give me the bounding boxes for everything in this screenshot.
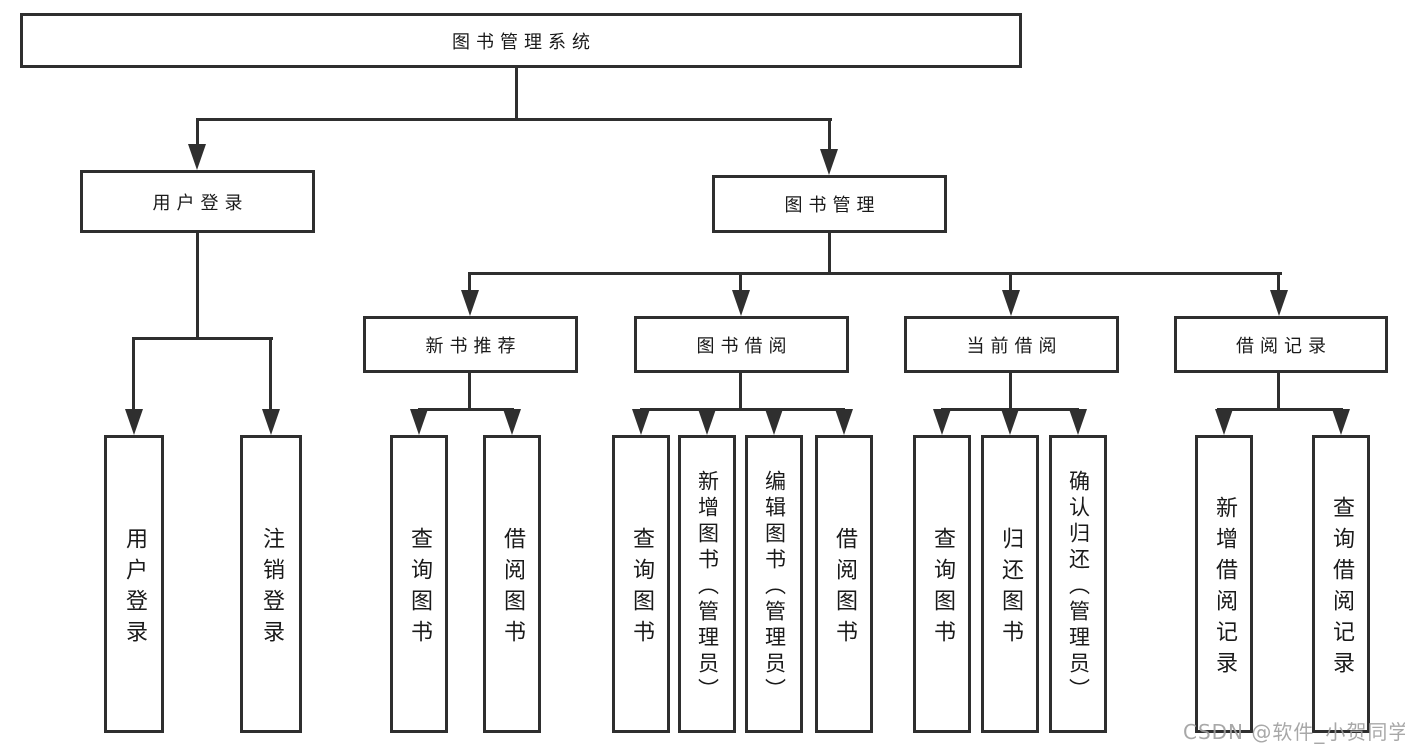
arrow-down-icon [765, 409, 783, 435]
node-borrow-record: 借阅记录 [1174, 316, 1388, 373]
leaf-return-book-label: 归还图书 [998, 526, 1023, 651]
arrow-down-icon [820, 149, 838, 175]
connector-vline [196, 233, 199, 337]
connector-vline [828, 118, 831, 151]
node-book-borrow: 图书借阅 [634, 316, 849, 373]
arrow-down-icon [1069, 409, 1087, 435]
connector-vline [515, 68, 518, 118]
leaf-add-book-admin-label: 新增图书（管理员） [695, 469, 720, 704]
leaf-add-borrow-record-label: 新增借阅记录 [1212, 495, 1237, 682]
leaf-recommend-borrow-book-label: 借阅图书 [500, 526, 525, 651]
arrow-down-icon [262, 409, 280, 435]
leaf-borrow-query-book: 查询图书 [612, 435, 670, 733]
connector-hline [1217, 408, 1343, 411]
connector-vline [468, 272, 471, 292]
leaf-recommend-query-book-label: 查询图书 [407, 526, 432, 651]
connector-hline [640, 408, 845, 411]
leaf-return-book: 归还图书 [981, 435, 1039, 733]
connector-hline [468, 272, 1282, 275]
connector-vline [739, 272, 742, 292]
connector-vline [196, 118, 199, 146]
node-book-management-label: 图书管理 [784, 195, 881, 216]
leaf-current-query-book: 查询图书 [913, 435, 971, 733]
leaf-logout-label: 注销登录 [259, 526, 284, 651]
node-root: 图书管理系统 [20, 13, 1022, 68]
arrow-down-icon [410, 409, 428, 435]
leaf-recommend-query-book: 查询图书 [390, 435, 448, 733]
leaf-borrow-borrow-book: 借阅图书 [815, 435, 873, 733]
connector-vline [269, 337, 272, 411]
connector-vline [739, 373, 742, 408]
arrow-down-icon [503, 409, 521, 435]
arrow-down-icon [188, 144, 206, 170]
connector-vline [1277, 373, 1280, 408]
node-book-management: 图书管理 [712, 175, 947, 233]
node-new-book-recommend-label: 新书推荐 [425, 335, 522, 357]
leaf-add-borrow-record: 新增借阅记录 [1195, 435, 1253, 733]
arrow-down-icon [632, 409, 650, 435]
connector-hline [132, 337, 273, 340]
leaf-query-borrow-record: 查询借阅记录 [1312, 435, 1370, 733]
connector-hline [418, 408, 514, 411]
leaf-confirm-return-admin: 确认归还（管理员） [1049, 435, 1107, 733]
leaf-edit-book-admin-label: 编辑图书（管理员） [762, 469, 787, 704]
leaf-confirm-return-admin-label: 确认归还（管理员） [1066, 469, 1091, 704]
arrow-down-icon [1332, 409, 1350, 435]
connector-vline [828, 233, 831, 272]
node-current-borrow: 当前借阅 [904, 316, 1119, 373]
leaf-logout: 注销登录 [240, 435, 302, 733]
leaf-borrow-borrow-book-label: 借阅图书 [832, 526, 857, 651]
leaf-user-login: 用户登录 [104, 435, 164, 733]
leaf-add-book-admin: 新增图书（管理员） [678, 435, 736, 733]
node-user-login: 用户登录 [80, 170, 315, 233]
arrow-down-icon [1001, 409, 1019, 435]
leaf-recommend-borrow-book: 借阅图书 [483, 435, 541, 733]
node-book-borrow-label: 图书借阅 [696, 335, 793, 357]
arrow-down-icon [835, 409, 853, 435]
leaf-user-login-label: 用户登录 [122, 526, 147, 651]
connector-vline [1009, 272, 1012, 292]
connector-vline [1277, 272, 1280, 292]
connector-vline [132, 337, 135, 411]
leaf-borrow-query-book-label: 查询图书 [629, 526, 654, 651]
connector-hline [196, 118, 832, 121]
arrow-down-icon [461, 290, 479, 316]
watermark: CSDN @软件_小贺同学 [1183, 720, 1405, 744]
node-root-label: 图书管理系统 [452, 31, 596, 53]
connector-vline [468, 373, 471, 408]
connector-vline [1009, 373, 1012, 408]
leaf-query-borrow-record-label: 查询借阅记录 [1329, 495, 1354, 682]
arrow-down-icon [1215, 409, 1233, 435]
leaf-edit-book-admin: 编辑图书（管理员） [745, 435, 803, 733]
arrow-down-icon [732, 290, 750, 316]
arrow-down-icon [933, 409, 951, 435]
arrow-down-icon [1002, 290, 1020, 316]
node-new-book-recommend: 新书推荐 [363, 316, 578, 373]
node-current-borrow-label: 当前借阅 [966, 335, 1063, 357]
node-user-login-label: 用户登录 [152, 192, 249, 214]
node-borrow-record-label: 借阅记录 [1236, 335, 1332, 357]
arrow-down-icon [698, 409, 716, 435]
arrow-down-icon [1270, 290, 1288, 316]
arrow-down-icon [125, 409, 143, 435]
leaf-current-query-book-label: 查询图书 [930, 526, 955, 651]
